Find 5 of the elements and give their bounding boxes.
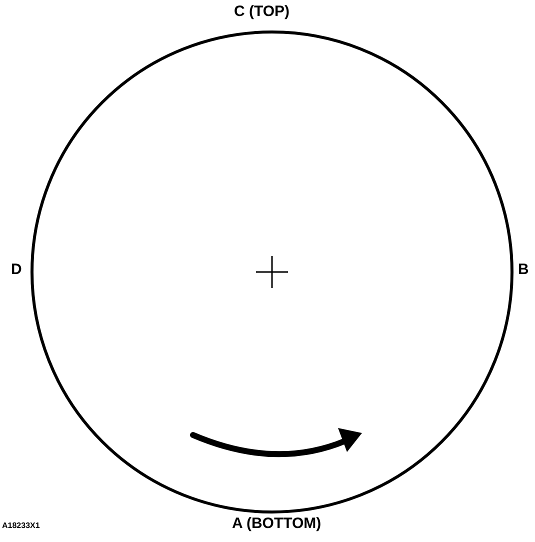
position-label: D: [11, 262, 22, 277]
figure-code: A18233X1: [2, 522, 40, 530]
position-label: A (BOTTOM): [232, 516, 322, 531]
position-label: B: [518, 262, 529, 277]
position-label: C (TOP): [234, 4, 290, 19]
